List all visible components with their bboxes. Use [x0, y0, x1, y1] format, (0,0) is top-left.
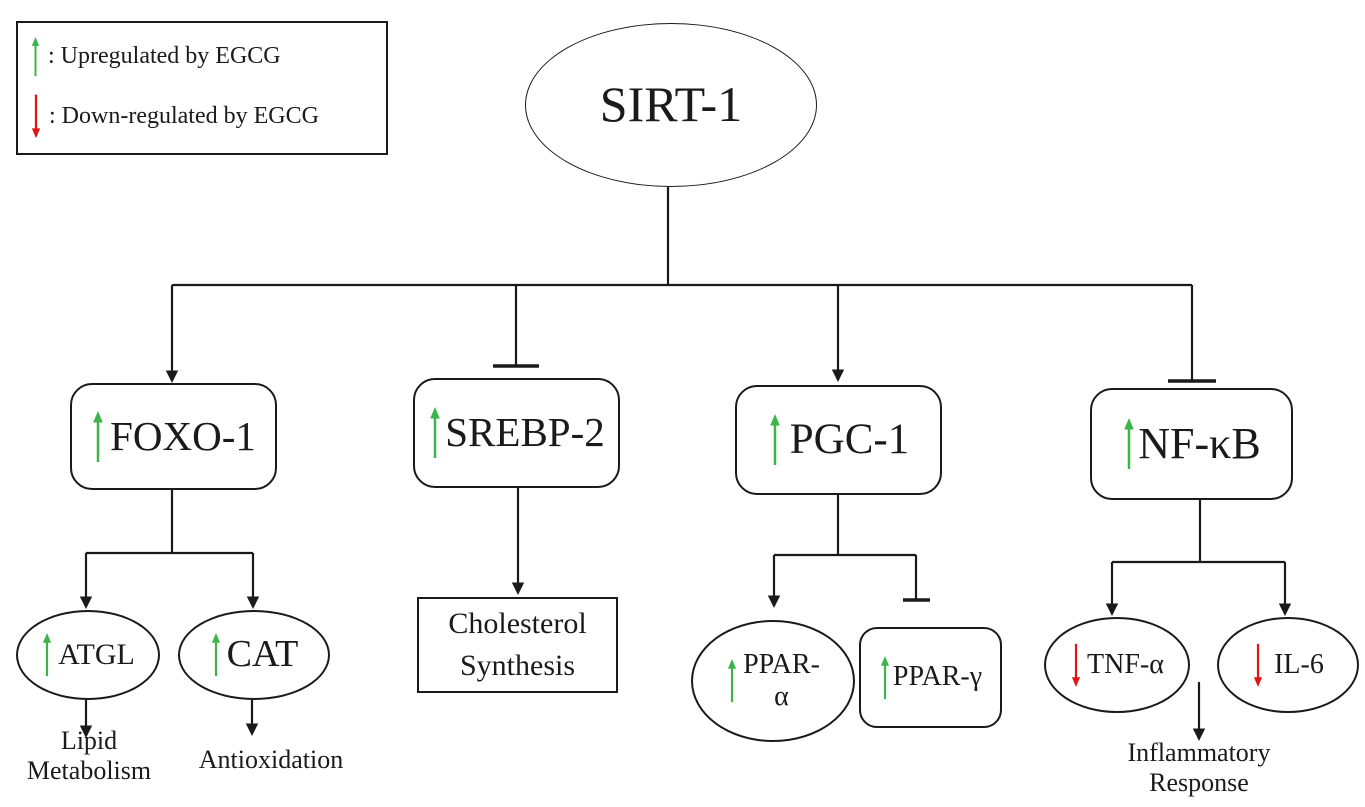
node-foxo1-label: FOXO-1: [110, 412, 256, 459]
node-ppar-alpha: PPAR- α: [691, 620, 855, 742]
edge-sirt1-srebp2-inhibition: [493, 285, 539, 368]
node-cholesterol-synthesis: Cholesterol Synthesis: [417, 597, 618, 693]
edge-sirt1-nfkb-inhibition: [1168, 285, 1216, 383]
legend-row-upregulated: : Upregulated by EGCG: [30, 36, 281, 77]
node-sirt1-label: SIRT-1: [599, 76, 743, 133]
edge-sirt1-foxo1: [165, 285, 179, 383]
label-inflammatory-response: Inflammatory Response: [1106, 738, 1292, 798]
label-lipid-metabolism: Lipid Metabolism: [3, 726, 175, 786]
green-up-arrow-icon: [211, 633, 220, 677]
edge-sirt1-pgc1: [831, 285, 845, 382]
node-tnf-alpha-label: TNF-α: [1087, 648, 1164, 680]
green-up-arrow-icon: [93, 410, 103, 462]
node-ppar-gamma: PPAR-γ: [859, 627, 1002, 728]
edge-nfkb-il6: [1278, 562, 1292, 616]
inflammatory-response-text: Inflammatory Response: [1127, 738, 1271, 797]
edge-cat-antioxidation: [245, 700, 259, 736]
edge-pgc1-ppar-alpha: [767, 555, 781, 608]
edge-foxo1-split: [86, 490, 253, 555]
legend-row-downregulated: : Down-regulated by EGCG: [30, 93, 319, 139]
green-up-arrow-icon: [880, 655, 889, 699]
green-up-arrow-icon: [430, 407, 441, 458]
legend-up-label: : Upregulated by EGCG: [48, 43, 281, 70]
red-down-arrow-icon: [1071, 643, 1081, 687]
antioxidation-text: Antioxidation: [198, 745, 344, 774]
node-sirt1: SIRT-1: [525, 23, 817, 187]
edge-foxo1-cat: [246, 553, 260, 609]
node-cat: CAT: [178, 610, 330, 700]
node-ppar-alpha-label: PPAR- α: [743, 648, 820, 712]
node-nfkb-label: NF-κB: [1138, 418, 1261, 468]
node-srebp2-label: SREBP-2: [445, 409, 605, 456]
green-up-arrow-icon: [1124, 418, 1135, 469]
red-down-arrow-icon: [31, 94, 41, 139]
node-ppar-gamma-label: PPAR-γ: [892, 661, 983, 693]
edge-pgc1-ppar-gamma-inhibition: [903, 555, 930, 602]
node-atgl-label: ATGL: [58, 637, 135, 671]
node-il6: IL-6: [1217, 617, 1359, 713]
edge-nfkb-tnf-alpha: [1105, 562, 1119, 616]
red-down-arrow-icon: [1254, 643, 1263, 687]
green-up-arrow-icon: [43, 633, 52, 677]
node-tnf-alpha: TNF-α: [1044, 617, 1190, 713]
green-up-arrow-icon: [728, 659, 737, 703]
green-up-arrow-icon: [31, 36, 40, 76]
edge-foxo1-atgl: [79, 553, 93, 609]
node-srebp2: SREBP-2: [413, 378, 620, 488]
node-atgl: ATGL: [16, 610, 160, 700]
node-il6-label: IL-6: [1274, 648, 1324, 680]
cholesterol-synthesis-label: Cholesterol Synthesis: [448, 607, 587, 682]
node-foxo1: FOXO-1: [70, 383, 277, 490]
green-up-arrow-icon: [769, 414, 780, 465]
node-pgc1-label: PGC-1: [789, 416, 910, 464]
lipid-metabolism-text: Lipid Metabolism: [26, 726, 152, 785]
node-nfkb: NF-κB: [1090, 388, 1293, 500]
edge-srebp2-cholesterol: [511, 488, 525, 595]
legend-down-label: : Down-regulated by EGCG: [49, 102, 319, 129]
legend-box: : Upregulated by EGCG : Down-regulated b…: [16, 21, 388, 155]
label-antioxidation: Antioxidation: [176, 745, 366, 775]
edge-nfkb-split: [1112, 500, 1285, 564]
node-pgc1: PGC-1: [735, 385, 942, 495]
edge-sirt1-trunk: [172, 187, 1192, 287]
node-cat-label: CAT: [226, 633, 299, 676]
edge-pgc1-split: [774, 495, 916, 557]
edge-cytokines-inflammatory: [1192, 682, 1206, 741]
